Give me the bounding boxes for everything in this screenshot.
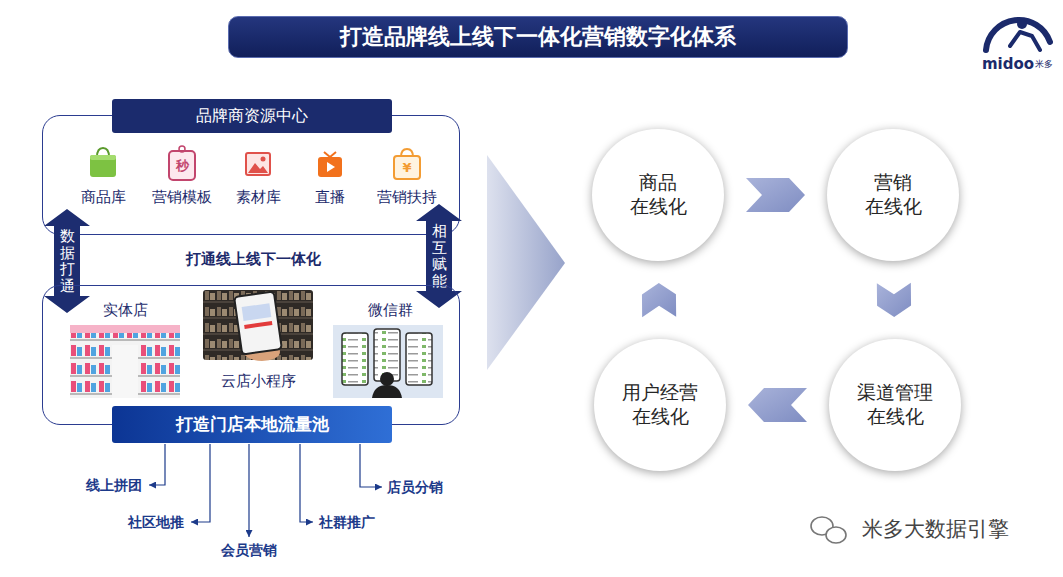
- icon-glyph: 秒: [176, 158, 189, 174]
- picture-frame: [246, 153, 270, 175]
- person-body: [372, 385, 402, 398]
- bubble: [826, 527, 846, 543]
- photo-label: 微信群: [368, 301, 413, 319]
- goods-icon: [90, 148, 116, 177]
- photo-label: 实体店: [103, 301, 148, 319]
- logo-text: 米多: [1035, 59, 1053, 70]
- icon-label: 商品库: [81, 188, 126, 206]
- shop-background: [203, 290, 313, 360]
- leader-line: [248, 444, 249, 537]
- double-arrow-body: [44, 209, 90, 313]
- store-banner: [70, 325, 180, 333]
- leader-line: [360, 444, 382, 487]
- panel-heading: 打造门店本地流量池: [176, 413, 329, 436]
- cloud-store-photo: [203, 290, 313, 361]
- play-mark: [327, 162, 335, 172]
- leader-line: [191, 444, 210, 522]
- photo-background: [333, 325, 443, 398]
- support-icon: [394, 149, 420, 179]
- logo-head: [1017, 19, 1027, 29]
- band-text: 打通线上线下一体化: [186, 250, 321, 269]
- circle-text: 营销 在线化: [851, 171, 935, 219]
- logo-text: midoo: [982, 55, 1034, 73]
- double-arrow-body: [416, 204, 462, 308]
- circle-text: 用户经营 在线化: [618, 381, 702, 429]
- picture-sun: [261, 157, 266, 162]
- tv-antenna: [324, 152, 336, 157]
- title-text: 打造品牌线上线下一体化营销数字化体系: [340, 22, 736, 52]
- circle-text: 商品 在线化: [616, 171, 700, 219]
- circle-fill: [829, 339, 961, 471]
- channel-label: 社群推广: [319, 514, 375, 531]
- person-head: [380, 372, 394, 386]
- material-icon: [246, 153, 270, 175]
- phone-screen: [242, 303, 272, 321]
- vertical-text: 相互赋能: [432, 223, 447, 289]
- icon-label: 素材库: [236, 188, 281, 206]
- panel-header-band: 品牌商资源中心: [112, 99, 392, 133]
- chevron-arrow: [748, 388, 807, 422]
- live-icon: [318, 152, 342, 177]
- direction-triangle: [487, 155, 565, 370]
- logo-arc: [986, 20, 1050, 50]
- channel-label: 社区地推: [128, 514, 184, 531]
- tag-body: [169, 151, 195, 180]
- logo-figure: [1010, 32, 1040, 50]
- store-shelves: [70, 325, 180, 398]
- bag-body: [394, 156, 420, 179]
- icon-glyph: ¥: [402, 160, 411, 176]
- wechat-icon: [811, 517, 846, 543]
- arrow-text-holder: 相互赋能: [432, 223, 447, 289]
- chevron-arrow: [746, 178, 805, 212]
- circle-fill: [827, 129, 959, 261]
- phone-button: [244, 321, 272, 329]
- photo-label: 云店小程序: [221, 372, 296, 390]
- store-photo: [70, 325, 180, 398]
- double-arrow: 数据打通: [44, 209, 90, 313]
- bag-body: [90, 155, 116, 177]
- icon-label: 营销模板: [152, 188, 212, 206]
- template-icon: [169, 146, 195, 180]
- phone: [342, 333, 368, 385]
- panel-header-band: 打造门店本地流量池: [112, 406, 392, 443]
- circle-fill: [592, 129, 724, 261]
- icon-label: 营销扶持: [377, 188, 437, 206]
- bag-top: [90, 155, 116, 160]
- chevron-arrow: [642, 283, 676, 317]
- channel-label: 线上拼团: [86, 477, 142, 494]
- leader-line: [149, 444, 165, 485]
- circle-fill: [594, 339, 726, 471]
- picture-hill: [248, 163, 268, 173]
- icon-label: 直播: [315, 188, 345, 206]
- store-aisle: [112, 345, 138, 398]
- circle-text: 渠道管理 在线化: [853, 381, 937, 429]
- channel-label: 店员分销: [387, 479, 443, 496]
- watermark: 米多大数据引擎: [862, 517, 1009, 542]
- panel-heading: 品牌商资源中心: [196, 106, 308, 127]
- tag-ring: [179, 146, 185, 152]
- link-band: 打通线上线下一体化: [92, 238, 414, 280]
- phone: [234, 291, 282, 354]
- chevron-arrow: [877, 283, 911, 317]
- phone: [406, 333, 432, 385]
- wechat-group-photo: [333, 325, 443, 398]
- tv-body: [318, 157, 342, 177]
- resource-panel: 品牌商资源中心: [42, 115, 460, 235]
- channel-label: 会员营销: [221, 542, 277, 559]
- leader-line: [300, 444, 313, 522]
- stage-circle: 商品 在线化: [590, 127, 726, 263]
- stage-circle: 营销 在线化: [825, 127, 961, 263]
- double-arrow: 相互赋能: [416, 204, 462, 308]
- title-banner: 打造品牌线上线下一体化营销数字化体系: [228, 16, 848, 58]
- stage-circle: 用户经营 在线化: [592, 337, 728, 473]
- stage-circle: 渠道管理 在线化: [827, 337, 963, 473]
